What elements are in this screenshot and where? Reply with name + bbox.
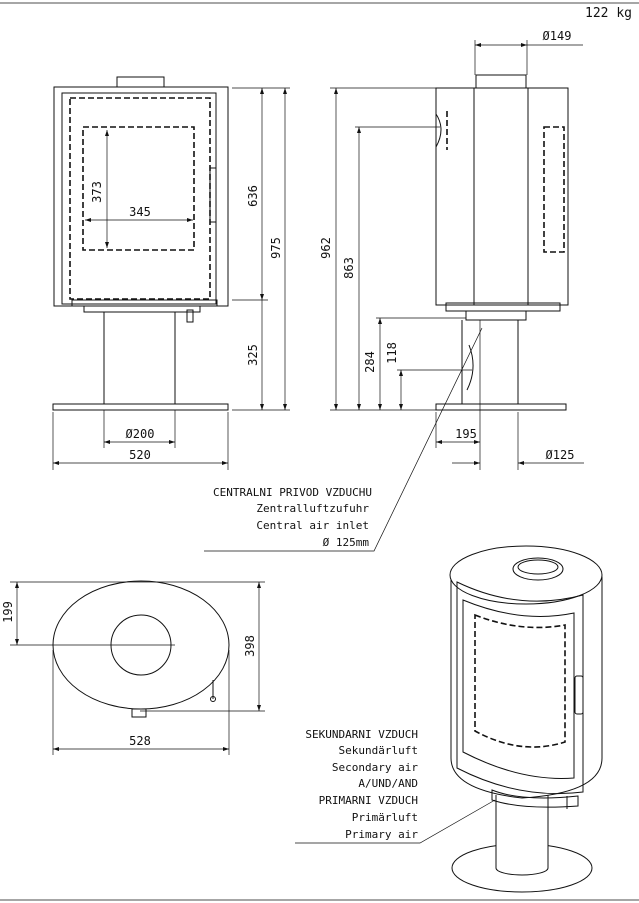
dim-149: Ø149 <box>543 29 572 43</box>
dim-520: 520 <box>129 448 151 462</box>
air-callout: SEKUNDARNI VZDUCH Sekundärluft Secondary… <box>295 728 496 844</box>
side-view: Ø149 962 863 284 118 <box>319 29 584 470</box>
dim-195: 195 <box>455 427 477 441</box>
air-line7: Primary air <box>345 828 418 841</box>
air-line1: SEKUNDARNI VZDUCH <box>305 728 418 741</box>
dim-373: 373 <box>90 181 104 203</box>
air-inlet-line2: Zentralluftzufuhr <box>256 502 369 515</box>
air-line3: Secondary air <box>332 761 418 774</box>
dim-863: 863 <box>342 257 356 279</box>
air-line4: A/UND/AND <box>358 777 418 790</box>
air-inlet-line4: Ø 125mm <box>323 536 370 549</box>
air-inlet-line3: Central air inlet <box>256 519 369 532</box>
dim-325: 325 <box>246 344 260 366</box>
air-line2: Sekundärluft <box>339 744 418 757</box>
air-inlet-line1: CENTRALNI PRIVOD VZDUCHU <box>213 486 372 499</box>
stove-3d-view <box>449 545 603 893</box>
air-line5: PRIMARNI VZDUCH <box>319 794 418 807</box>
dim-118: 118 <box>385 342 399 364</box>
dim-199: 199 <box>1 601 15 623</box>
dim-636: 636 <box>246 185 260 207</box>
air-line6: Primärluft <box>352 811 418 824</box>
dim-962: 962 <box>319 237 333 259</box>
top-view: 199 398 528 <box>1 580 265 755</box>
weight-label: 122 kg <box>585 6 632 21</box>
air-inlet-callout: CENTRALNI PRIVOD VZDUCHU Zentralluftzufu… <box>204 327 483 552</box>
dim-398: 398 <box>243 635 257 657</box>
dim-200: Ø200 <box>126 427 155 441</box>
dim-975: 975 <box>269 237 283 259</box>
dim-528: 528 <box>129 734 151 748</box>
dim-125: Ø125 <box>546 448 575 462</box>
dim-345: 345 <box>129 205 151 219</box>
front-view: 373 345 636 325 975 Ø200 520 <box>52 76 290 470</box>
dim-284: 284 <box>363 351 377 373</box>
